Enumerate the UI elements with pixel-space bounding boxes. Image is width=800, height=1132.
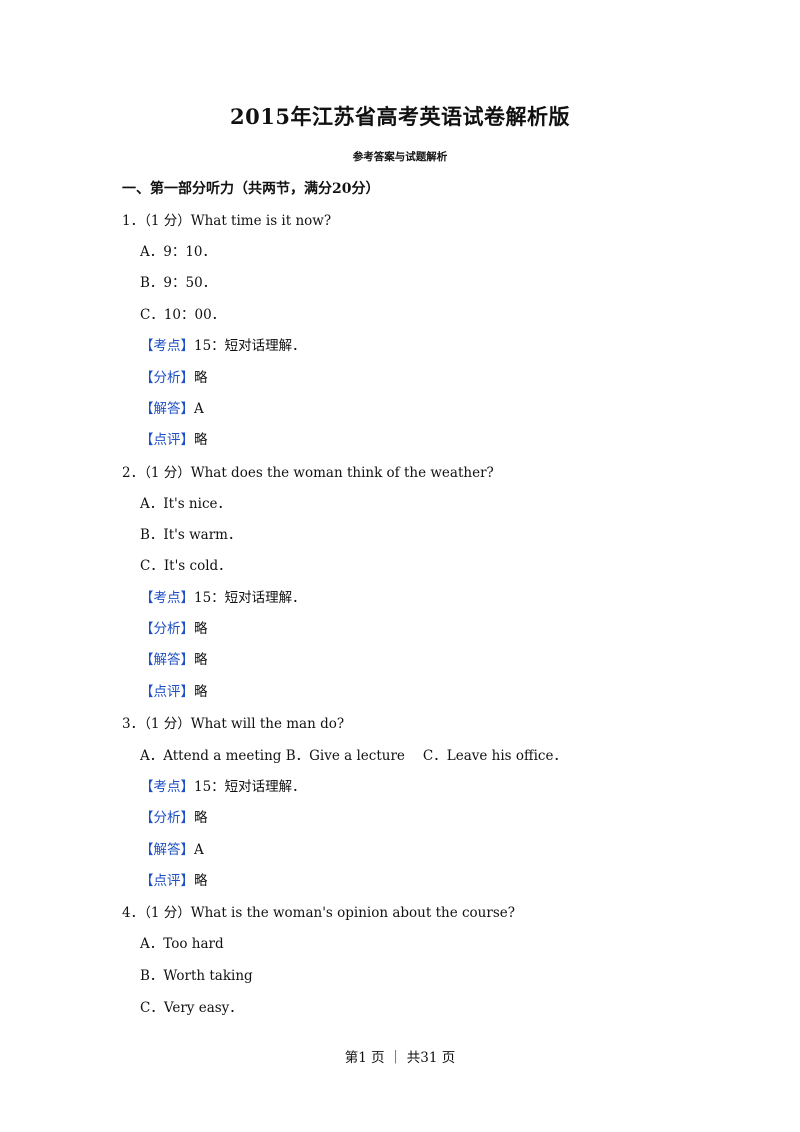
fenxi-text: 略: [194, 370, 208, 386]
question-1-fenxi: 【分析】略: [140, 366, 208, 386]
page-subtitle: 参考答案与试题解析: [352, 151, 448, 163]
dianping-text: 略: [194, 684, 208, 700]
question-1-stem: 1．（1 分）What time is it now?: [122, 213, 332, 229]
question-2-fenxi: 【分析】略: [140, 617, 208, 637]
fenxi-text: 略: [194, 810, 208, 826]
kaodian-label: 【考点】: [140, 779, 194, 795]
question-3-dianping: 【点评】略: [140, 869, 208, 889]
jieda-label: 【解答】: [140, 842, 194, 858]
question-1-kaodian: 【考点】15：短对话理解．: [140, 334, 306, 354]
dianping-label: 【点评】: [140, 873, 194, 889]
question-1-option-c: C．10：00．: [140, 307, 226, 323]
question-1-option-a: A．9：10．: [140, 244, 217, 260]
question-2-option-b: B．It's warm．: [140, 527, 242, 543]
jieda-text: A: [194, 401, 204, 417]
question-1-jieda: 【解答】A: [140, 397, 204, 417]
question-3-jieda: 【解答】A: [140, 838, 204, 858]
question-3-stem: 3．（1 分）What will the man do?: [122, 716, 345, 732]
question-2-jieda: 【解答】略: [140, 648, 208, 668]
page-title: 2015年江苏省高考英语试卷解析版: [230, 104, 570, 129]
fenxi-label: 【分析】: [140, 810, 194, 826]
question-1-dianping: 【点评】略: [140, 428, 208, 448]
kaodian-text: 15：短对话理解．: [194, 779, 306, 795]
page-footer: 第1 页 ｜ 共31 页: [344, 1050, 456, 1066]
kaodian-label: 【考点】: [140, 338, 194, 354]
kaodian-text: 15：短对话理解．: [194, 338, 306, 354]
jieda-text: A: [194, 842, 204, 858]
dianping-label: 【点评】: [140, 432, 194, 448]
dianping-text: 略: [194, 873, 208, 889]
question-1-option-b: B．9：50．: [140, 275, 217, 291]
question-4-option-c: C．Very easy．: [140, 1000, 243, 1016]
question-2-dianping: 【点评】略: [140, 680, 208, 700]
question-3-option-c: C．Leave his office．: [422, 748, 567, 764]
dianping-label: 【点评】: [140, 684, 194, 700]
jieda-label: 【解答】: [140, 652, 194, 668]
dianping-text: 略: [194, 432, 208, 448]
question-3-options: A．Attend a meeting B．Give a lecture C．Lea…: [140, 744, 567, 764]
question-4-option-a: A．Too hard: [140, 936, 224, 952]
question-2-kaodian: 【考点】15：短对话理解．: [140, 586, 306, 606]
fenxi-text: 略: [194, 621, 208, 637]
section-heading: 一、第一部分听力（共两节，满分20分）: [122, 181, 380, 197]
question-4-option-b: B．Worth taking: [140, 968, 253, 984]
question-3-kaodian: 【考点】15：短对话理解．: [140, 775, 306, 795]
question-3-fenxi: 【分析】略: [140, 806, 208, 826]
question-4-stem: 4．（1 分）What is the woman's opinion about…: [122, 905, 515, 921]
kaodian-label: 【考点】: [140, 590, 194, 606]
question-2-option-c: C．It's cold．: [140, 558, 232, 574]
fenxi-label: 【分析】: [140, 370, 194, 386]
fenxi-label: 【分析】: [140, 621, 194, 637]
question-3-option-ab: A．Attend a meeting B．Give a lecture: [140, 748, 405, 764]
question-2-option-a: A．It's nice．: [140, 496, 231, 512]
jieda-label: 【解答】: [140, 401, 194, 417]
kaodian-text: 15：短对话理解．: [194, 590, 306, 606]
question-2-stem: 2．（1 分）What does the woman think of the …: [122, 465, 494, 481]
jieda-text: 略: [194, 652, 208, 668]
